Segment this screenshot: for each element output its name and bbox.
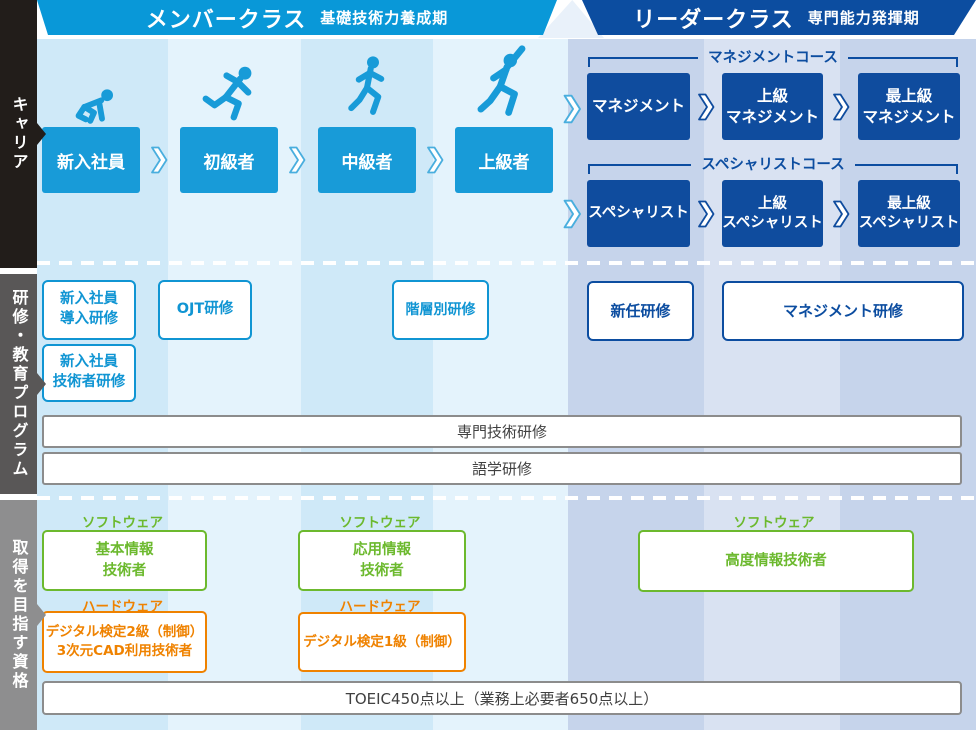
leader-class-banner: リーダークラス 専門能力発揮期 xyxy=(577,0,976,35)
software-category-label: ソフトウェア xyxy=(82,515,163,531)
chevron-right-icon xyxy=(698,93,715,121)
career-stage-box: 中級者 xyxy=(318,127,416,193)
chevron-right-icon xyxy=(698,200,715,228)
training-bar: 語学研修 xyxy=(42,452,962,485)
training-box: 階層別研修 xyxy=(392,280,489,340)
chevron-right-icon xyxy=(151,146,168,174)
sidebar-arrow-tip xyxy=(37,123,46,145)
member-class-subtitle: 基礎技術力養成期 xyxy=(320,9,449,27)
toeic-requirement-bar: TOEIC450点以上（業務上必要者650点以上） xyxy=(42,681,962,715)
qualification-box: デジタル検定1級（制御） xyxy=(298,612,466,672)
runner-crouch-start-icon xyxy=(75,89,113,124)
leader-class-subtitle: 専門能力発揮期 xyxy=(807,9,920,27)
chevron-right-icon xyxy=(563,94,581,124)
career-stage-box: マネジメント xyxy=(587,73,690,140)
member-class-title: メンバークラス xyxy=(145,7,307,33)
sidebar-label-career: キャリア xyxy=(9,96,29,172)
course-label: スペシャリストコース xyxy=(701,157,845,173)
qualification-box: 高度情報技術者 xyxy=(638,530,914,592)
management-course-bracket: マネジメントコース xyxy=(588,50,958,67)
member-class-banner: メンバークラス 基礎技術力養成期 xyxy=(37,0,557,35)
hardware-category-label: ハードウェア xyxy=(339,599,421,615)
career-stage-box: 最上級 マネジメント xyxy=(858,73,960,140)
career-stage-box: 最上級 スペシャリスト xyxy=(858,180,960,247)
sidebar-section-career: キャリア xyxy=(0,0,46,268)
sidebar-section-qualification: 取得を目指す資格 xyxy=(0,500,46,730)
career-stage-box: スペシャリスト xyxy=(587,180,690,247)
dashed-separator xyxy=(37,496,976,500)
software-category-label: ソフトウェア xyxy=(339,515,421,531)
career-stage-box: 上級 スペシャリスト xyxy=(722,180,823,247)
sidebar-label-training: 研修・教育プログラム xyxy=(9,289,29,479)
chevron-right-icon xyxy=(833,93,850,121)
sidebar-arrow-tip xyxy=(37,373,46,395)
background-stripe xyxy=(840,39,976,730)
qualification-box: 基本情報 技術者 xyxy=(42,530,207,591)
career-stage-box: 上級者 xyxy=(455,127,553,193)
software-category-label: ソフトウェア xyxy=(733,515,815,531)
sidebar-section-training: 研修・教育プログラム xyxy=(0,274,46,494)
chevron-right-icon xyxy=(427,146,444,174)
training-box: OJT研修 xyxy=(158,280,252,340)
leader-class-title: リーダークラス xyxy=(633,7,794,33)
background-stripe xyxy=(704,39,840,730)
training-bar: 専門技術研修 xyxy=(42,415,962,448)
qualification-box: 応用情報 技術者 xyxy=(298,530,466,591)
career-stage-box: 上級 マネジメント xyxy=(722,73,823,140)
runner-pointing-up-icon xyxy=(477,45,526,116)
bracket-line xyxy=(588,57,699,67)
dashed-separator xyxy=(37,261,976,265)
sidebar-arrow-tip xyxy=(37,604,46,626)
training-box: 新入社員 導入研修 xyxy=(42,280,136,340)
chevron-right-icon xyxy=(563,199,581,229)
specialist-course-bracket: スペシャリストコース xyxy=(588,157,959,174)
course-label: マネジメントコース xyxy=(708,50,838,66)
training-box: マネジメント研修 xyxy=(722,281,964,341)
background-stripe xyxy=(568,39,704,730)
career-stage-box: 新入社員 xyxy=(42,127,140,193)
bracket-line xyxy=(847,57,958,67)
bracket-line xyxy=(854,164,959,174)
bracket-line xyxy=(588,164,692,174)
sidebar-label-qualification: 取得を目指す資格 xyxy=(9,539,29,691)
runner-sprint-icon xyxy=(202,66,252,121)
career-stage-box: 初級者 xyxy=(180,127,278,193)
training-box: 新任研修 xyxy=(587,281,694,341)
qualification-box: デジタル検定2級（制御） 3次元CAD利用技術者 xyxy=(42,611,207,673)
chevron-right-icon xyxy=(289,146,306,174)
chevron-right-icon xyxy=(833,200,850,228)
training-box: 新入社員 技術者研修 xyxy=(42,344,136,402)
runner-upright-icon xyxy=(348,56,385,115)
